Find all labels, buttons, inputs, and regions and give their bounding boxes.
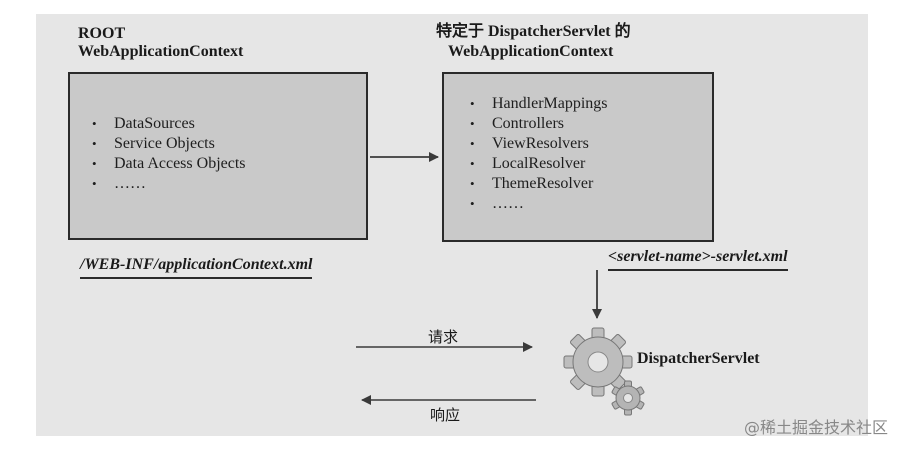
gears-icon xyxy=(563,327,645,416)
list-item: •Data Access Objects xyxy=(92,155,246,172)
response-label: 响应 xyxy=(430,406,461,424)
dispatcher-servlet-label: DispatcherServlet xyxy=(637,350,760,367)
list-item: •LocalResolver xyxy=(470,155,586,172)
list-item: •ViewResolvers xyxy=(470,135,589,152)
servlet-title-line2: WebApplicationContext xyxy=(448,43,614,60)
root-title-line1: ROOT xyxy=(78,25,126,42)
servlet-context-box: •HandlerMappings •Controllers •ViewResol… xyxy=(442,72,714,242)
list-item: •Controllers xyxy=(470,115,564,132)
servlet-config-path: <servlet-name>-servlet.xml xyxy=(608,248,788,271)
root-config-path: /WEB-INF/applicationContext.xml xyxy=(80,256,313,279)
list-item: •DataSources xyxy=(92,115,195,132)
servlet-title-line1: 特定于 DispatcherServlet 的 xyxy=(436,23,631,40)
root-bean-list: •DataSources •Service Objects •Data Acce… xyxy=(88,114,246,194)
list-item: •ThemeResolver xyxy=(470,175,594,192)
list-item: •HandlerMappings xyxy=(470,95,608,112)
request-label: 请求 xyxy=(428,328,459,346)
list-item: •Service Objects xyxy=(92,135,215,152)
root-context-box: •DataSources •Service Objects •Data Acce… xyxy=(68,72,368,240)
root-title-line2: WebApplicationContext xyxy=(78,43,244,60)
watermark: @稀土掘金技术社区 xyxy=(743,418,888,437)
servlet-bean-list: •HandlerMappings •Controllers •ViewResol… xyxy=(466,94,608,214)
list-item: •…… xyxy=(470,195,524,212)
list-item: •…… xyxy=(92,175,146,192)
